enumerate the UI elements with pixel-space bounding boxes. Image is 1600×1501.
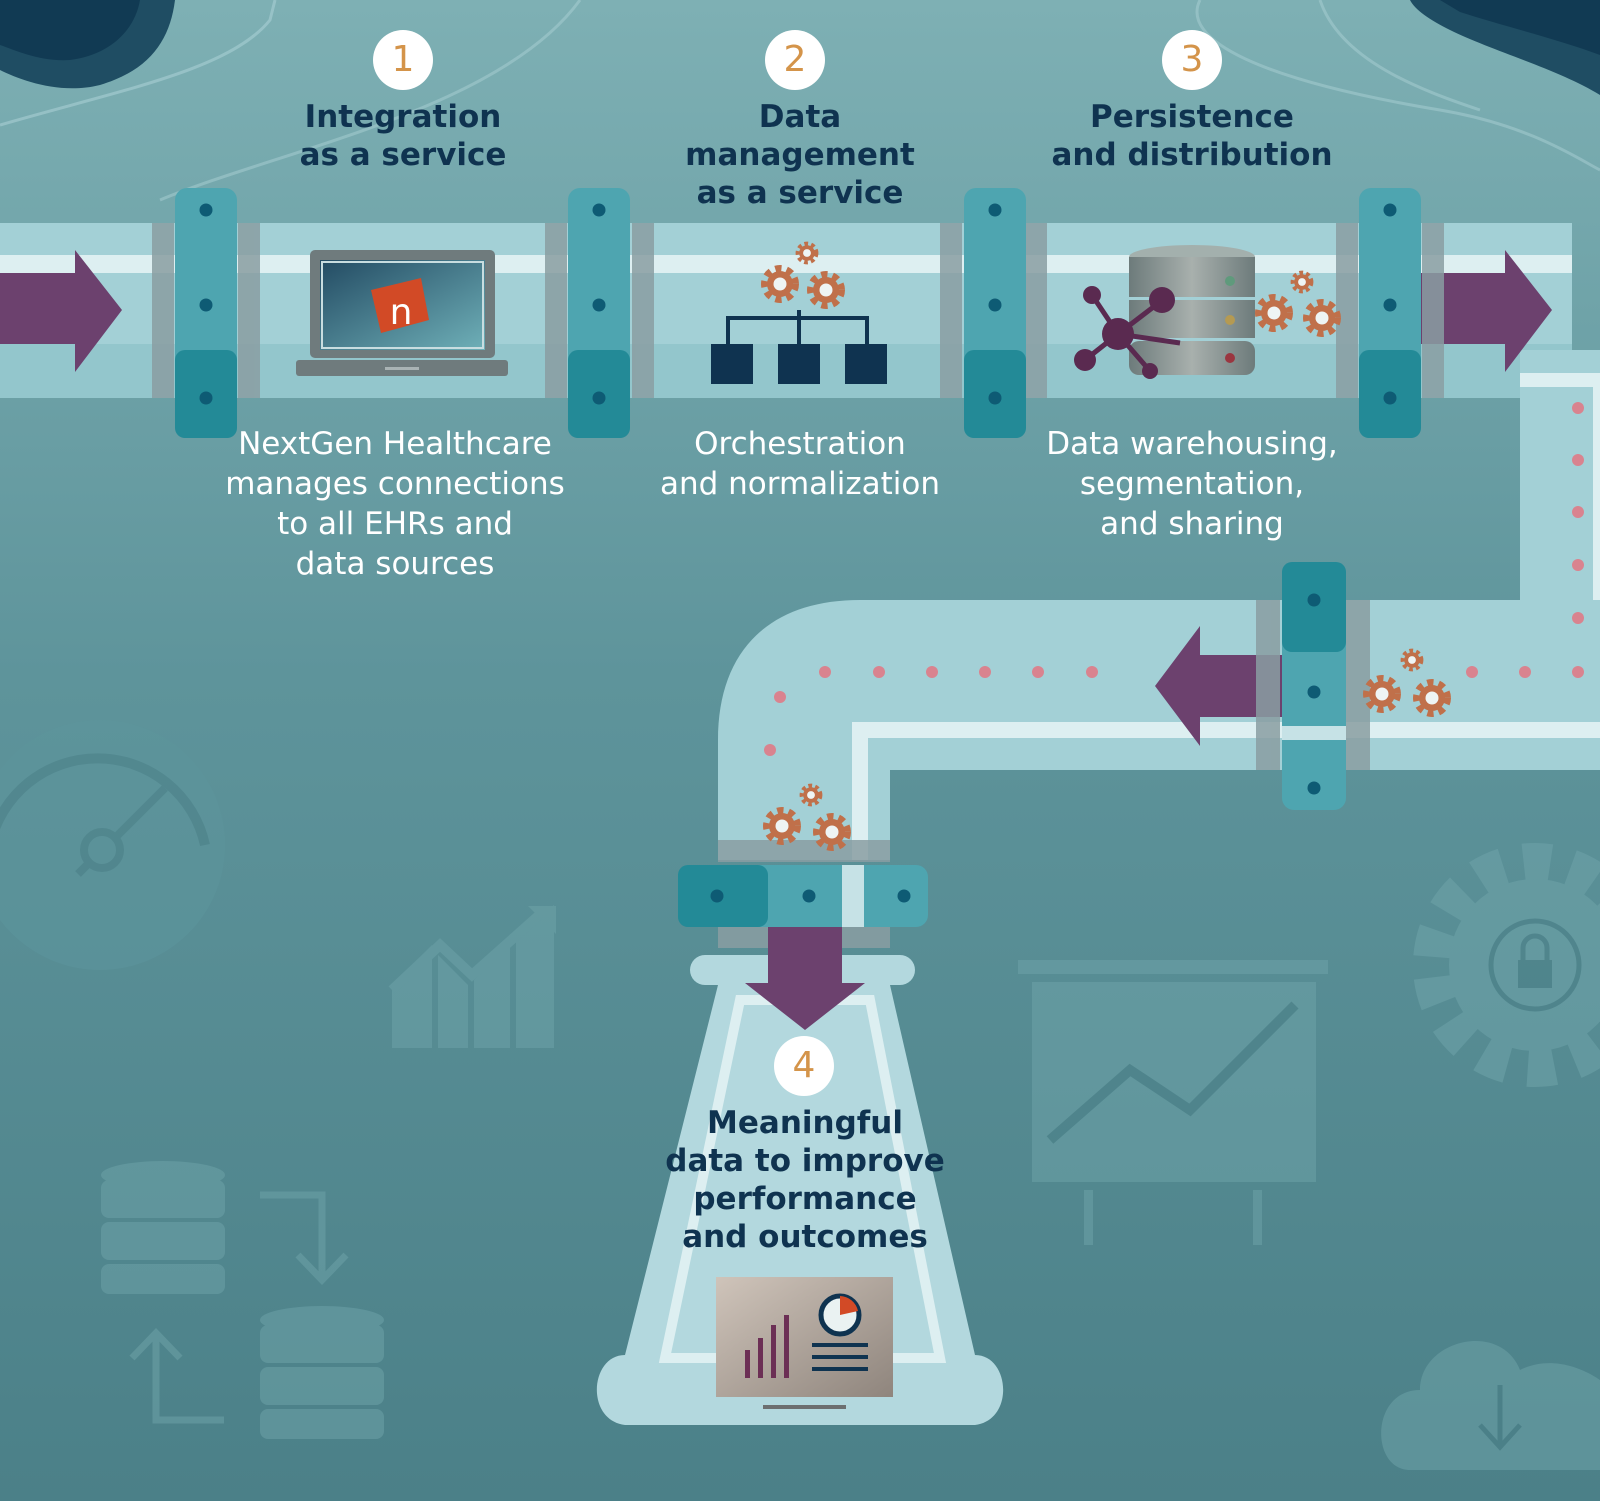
step-3-number: 3: [1162, 30, 1222, 90]
orchestration-icon: [711, 244, 887, 384]
lock-gear-icon: [1413, 843, 1600, 1087]
step-3-title: Persistence and distribution: [1042, 98, 1342, 174]
flask-arrow: [745, 927, 865, 1030]
step-2-number: 2: [765, 30, 825, 90]
flow-dots: [764, 402, 1584, 756]
coupling: [1282, 562, 1346, 810]
presentation-board-icon: [1018, 960, 1328, 1245]
step-2-description: Orchestration and normalization: [640, 424, 960, 504]
step-1-description-line: data sources: [295, 546, 495, 582]
exit-arrow: [1420, 250, 1552, 372]
trend-chart-icon: [388, 905, 556, 1048]
step-4-title-line: Meaningful: [707, 1105, 903, 1141]
step-3-title-line: and distribution: [1051, 137, 1333, 173]
step-4-title: Meaningful data to improve performance a…: [655, 1104, 955, 1256]
cloud-download-icon: [1381, 1341, 1600, 1470]
step-3-description-line: and sharing: [1100, 506, 1284, 542]
coupling: [568, 188, 630, 438]
step-2-description-line: Orchestration: [694, 426, 906, 462]
step-1-number: 1: [373, 30, 433, 90]
gauge-icon: [0, 720, 225, 970]
step-1-title-line: Integration: [304, 99, 502, 135]
step-4-title-line: data to improve: [665, 1143, 945, 1179]
step-1-title-line: as a service: [299, 137, 507, 173]
step-1-description-line: to all EHRs and: [277, 506, 513, 542]
step-1-description-line: NextGen Healthcare: [238, 426, 552, 462]
step-4-title-line: and outcomes: [682, 1219, 928, 1255]
database-icon: [1074, 245, 1337, 379]
step-3-description: Data warehousing, segmentation, and shar…: [1032, 424, 1352, 544]
entry-arrow: [0, 250, 122, 372]
step-3-description-line: Data warehousing,: [1046, 426, 1338, 462]
coupling: [175, 188, 237, 438]
step-1-description-line: manages connections: [225, 466, 565, 502]
step-2-title: Data management as a service: [640, 98, 960, 212]
step-1-title: Integration as a service: [253, 98, 553, 174]
step-1-description: NextGen Healthcare manages connections t…: [225, 424, 565, 584]
step-2-title-line: as a service: [696, 175, 904, 211]
logo-letter: n: [390, 292, 413, 333]
coupling: [1359, 188, 1421, 438]
step-4-number: 4: [774, 1036, 834, 1096]
step-2-description-line: and normalization: [659, 466, 941, 502]
step-3-title-line: Persistence: [1090, 99, 1294, 135]
dashboard-icon: [716, 1277, 893, 1409]
database-transfer-icon: [101, 1161, 384, 1439]
coupling: [964, 188, 1026, 438]
flask: [596, 955, 1004, 1425]
step-4-title-line: performance: [693, 1181, 917, 1217]
step-2-title-line: Data management: [685, 99, 915, 173]
laptop-icon: n: [296, 250, 508, 376]
coupling: [678, 865, 928, 927]
step-3-description-line: segmentation,: [1079, 466, 1305, 502]
